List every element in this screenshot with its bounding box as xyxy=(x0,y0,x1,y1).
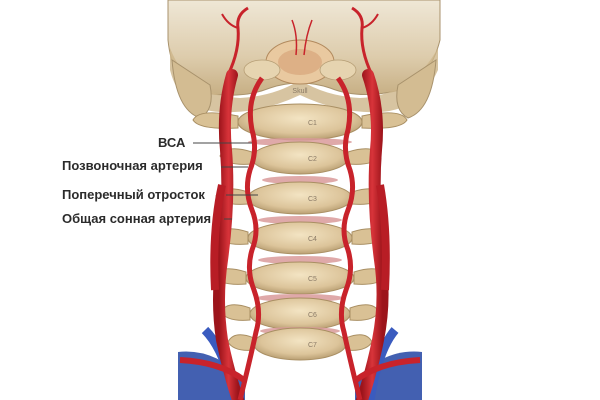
vertebra-label-c5: C5 xyxy=(308,276,317,283)
vertebral-body-c6 xyxy=(249,297,351,331)
vertebral-body-c1 xyxy=(237,103,363,141)
vertebral-body-c5 xyxy=(245,261,355,295)
vertebral-body-c7 xyxy=(253,327,347,361)
vertebral-body-c4 xyxy=(247,221,353,255)
intervertebral-disc xyxy=(262,176,338,184)
vertebral-body-c2 xyxy=(251,141,349,175)
vertebra-c2: C2 xyxy=(219,141,381,184)
intervertebral-disc xyxy=(258,216,342,224)
label-vca: ВСА xyxy=(158,135,186,150)
arteries xyxy=(179,6,421,400)
left-vertebral-artery xyxy=(237,76,265,400)
skull-base xyxy=(167,0,441,119)
label-transverse-process: Поперечный отросток xyxy=(62,187,205,202)
skull-label: Skull xyxy=(292,88,308,95)
intervertebral-disc xyxy=(258,256,342,264)
right-vertebral-artery xyxy=(335,76,363,400)
vertebra-label-c1: C1 xyxy=(308,120,317,127)
vertebra-label-c7: C7 xyxy=(308,342,317,349)
vertebra-c5: C5 xyxy=(213,261,387,302)
vertebra-c4: C4 xyxy=(215,221,385,264)
vertebra-label-c3: C3 xyxy=(308,196,317,203)
label-common-carotid-artery: Общая сонная артерия xyxy=(62,211,212,226)
vertebra-label-c2: C2 xyxy=(308,156,317,163)
vertebra-label-c4: C4 xyxy=(308,236,317,243)
label-vertebral-artery: Позвоночная артерия xyxy=(62,158,203,173)
vertebra-c3: C3 xyxy=(215,181,385,224)
vertebral-body-c3 xyxy=(247,181,353,215)
left-internal-carotid-artery xyxy=(213,69,244,400)
vertebra-label-c6: C6 xyxy=(308,312,317,319)
leader-lines xyxy=(193,142,258,220)
right-internal-carotid-artery xyxy=(356,69,389,400)
